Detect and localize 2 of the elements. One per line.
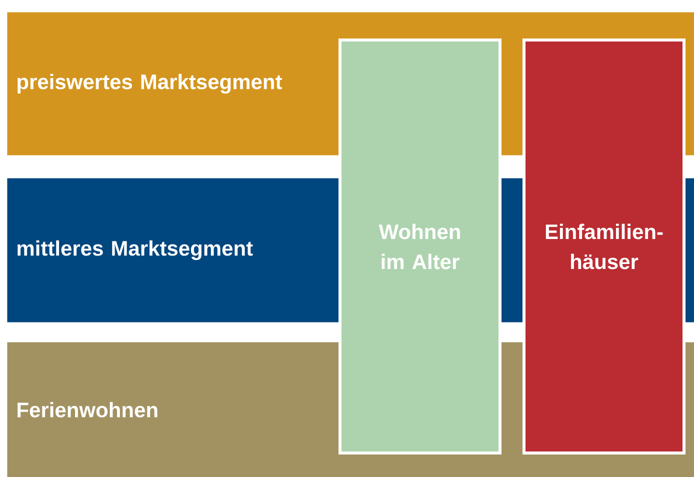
category-box: Einfamilien-häuser: [522, 38, 686, 454]
category-box: Wohnen im Alter: [338, 38, 502, 454]
